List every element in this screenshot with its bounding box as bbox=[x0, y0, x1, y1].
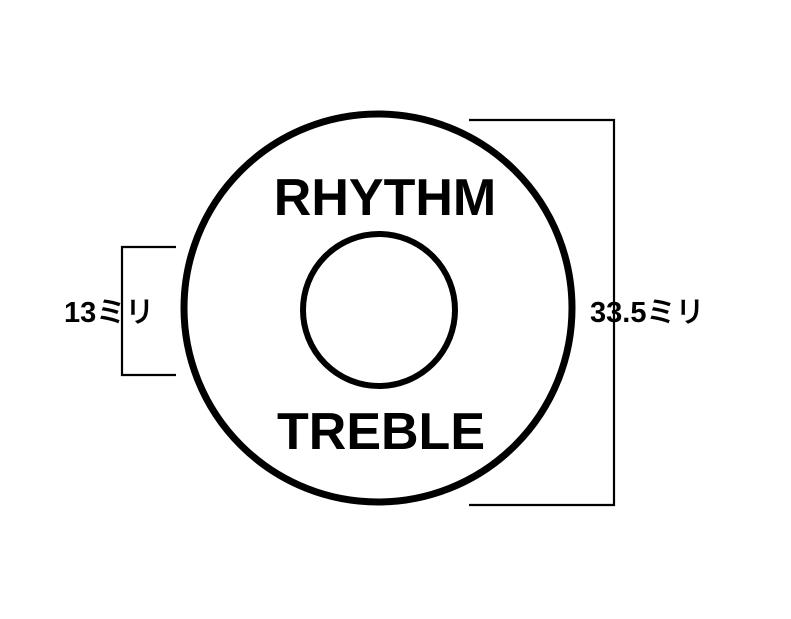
right-dimension-label: 33.5ミリ bbox=[590, 297, 704, 329]
knob-label-treble: TREBLE bbox=[277, 403, 485, 461]
inner-hole-circle bbox=[300, 231, 458, 389]
right-dimension-bracket bbox=[469, 118, 616, 507]
left-dimension-label: 13ミリ bbox=[64, 297, 154, 329]
outer-knob-circle bbox=[180, 110, 576, 506]
knob-label-rhythm: RHYTHM bbox=[274, 169, 496, 227]
left-dimension-bracket bbox=[120, 245, 176, 377]
